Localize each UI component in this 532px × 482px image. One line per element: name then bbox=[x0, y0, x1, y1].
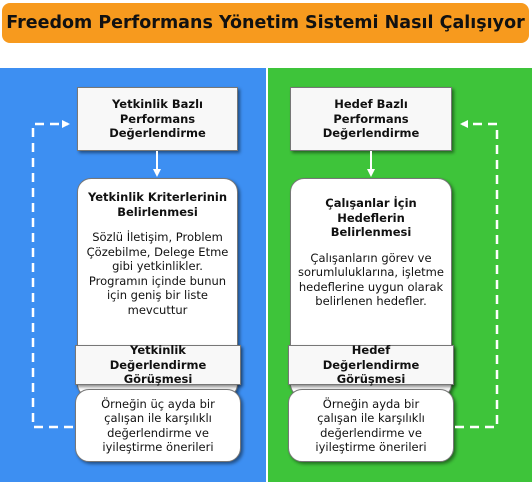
competency-based-box: Yetkinlik Bazlı Performans Değerlendirme bbox=[77, 87, 238, 151]
competency-panel: Yetkinlik Bazlı Performans Değerlendirme… bbox=[0, 68, 266, 482]
goal-example-box: Örneğin ayda bir çalışan ile karşılıklı … bbox=[288, 389, 454, 462]
goal-meeting-box: Hedef Değerlendirme Görüşmesi bbox=[288, 343, 454, 386]
goal-based-box: Hedef Bazlı Performans Değerlendirme bbox=[290, 87, 452, 151]
goal-setting-desc: Çalışanların görev ve sorumluluklarına, … bbox=[298, 250, 444, 309]
title-banner: Freedom Performans Yönetim Sistemi Nasıl… bbox=[2, 3, 529, 43]
competency-meeting-box: Yetkinlik Değerlendirme Görüşmesi bbox=[75, 343, 241, 386]
goal-panel: Hedef Bazlı Performans Değerlendirme Çal… bbox=[266, 68, 532, 482]
right-feedback-loop bbox=[455, 120, 499, 429]
competency-example-box: Örneğin üç ayda bir çalışan ile karşılık… bbox=[75, 389, 241, 462]
left-feedback-loop bbox=[31, 120, 73, 429]
page-title: Freedom Performans Yönetim Sistemi Nasıl… bbox=[6, 13, 525, 33]
competency-criteria-desc: Sözlü İletişim, Problem Çözebilme, Deleg… bbox=[86, 230, 229, 317]
